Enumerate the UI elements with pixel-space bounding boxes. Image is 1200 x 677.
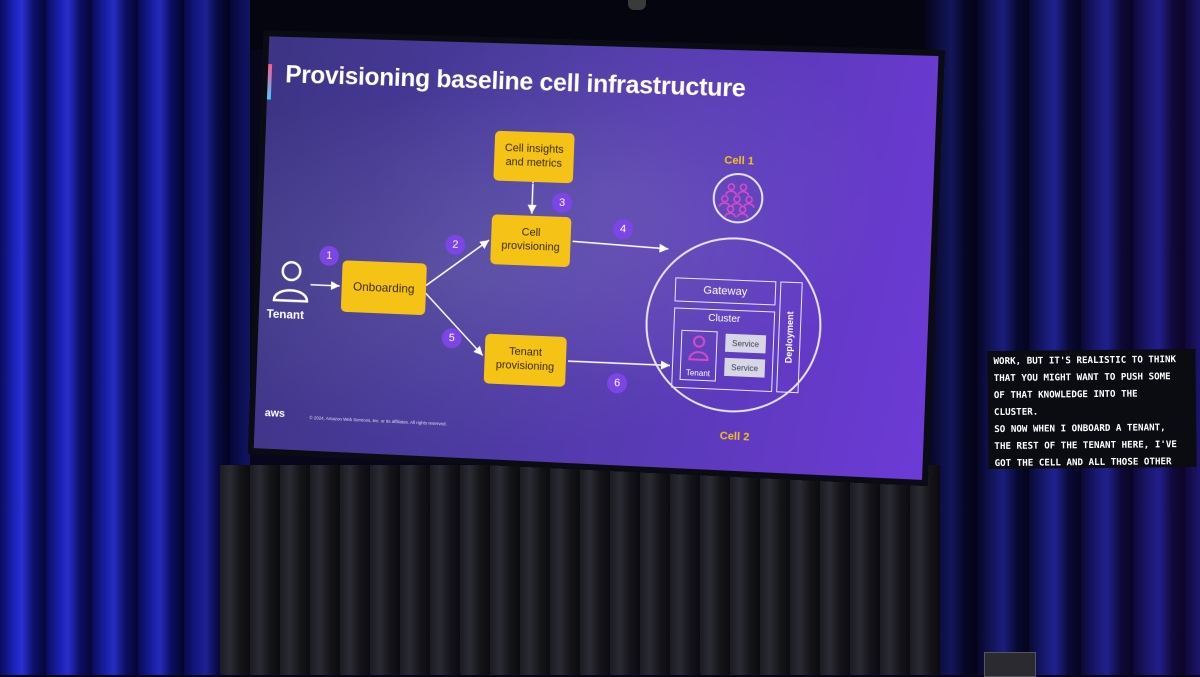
flow-arrows xyxy=(254,36,939,480)
tenant-label: Tenant xyxy=(266,306,305,323)
curtain-under-screen xyxy=(220,465,940,675)
caption-line: CLUSTER. xyxy=(993,406,1039,419)
projection-screen: Provisioning baseline cell infrastructur… xyxy=(248,30,945,486)
cell-insights-box: Cell insights and metrics xyxy=(493,130,575,184)
onboarding-box: Onboarding xyxy=(340,260,427,316)
aws-logo: aws xyxy=(264,407,286,420)
cell-provisioning-box: Cell provisioning xyxy=(490,214,572,268)
caption-line: WORK, BUT IT'S REALISTIC TO THINK xyxy=(993,354,1177,368)
service-box-1: Service xyxy=(725,333,767,354)
arrow-cell-provisioning-cell2 xyxy=(572,241,668,249)
slide: Provisioning baseline cell infrastructur… xyxy=(254,36,939,480)
cluster-label: Cluster xyxy=(708,312,741,326)
curtain-left xyxy=(0,0,250,675)
tenant-person-icon xyxy=(271,259,312,309)
caption-line: THAT YOU MIGHT WANT TO PUSH SOME xyxy=(993,371,1171,385)
caption-line: OF THAT KNOWLEDGE INTO THE xyxy=(993,388,1138,402)
cluster-tenant-label: Tenant xyxy=(685,368,711,379)
tenant-provisioning-box: Tenant provisioning xyxy=(483,333,567,387)
gateway-box: Gateway xyxy=(674,277,777,306)
ceiling-light xyxy=(628,0,646,10)
cell2-label: Cell 2 xyxy=(719,430,750,444)
service-box-2: Service xyxy=(724,357,766,378)
tenant-pink-person-icon xyxy=(681,333,716,365)
curtain-right xyxy=(925,0,1200,675)
caption-line: THE REST OF THE TENANT HERE, I'VE xyxy=(994,439,1177,453)
caption-line: SO NOW WHEN I ONBOARD A TENANT, xyxy=(994,422,1166,436)
cluster-tenant-box: Tenant xyxy=(679,329,718,382)
caption-line: GOT THE CELL AND ALL THOSE OTHER xyxy=(994,456,1172,470)
cell1-label: Cell 1 xyxy=(724,154,755,168)
deployment-label: Deployment xyxy=(783,311,796,364)
caption-display: WORK, BUT IT'S REALISTIC TO THINK THAT Y… xyxy=(987,348,1197,470)
arrow-insights-cell xyxy=(532,184,533,214)
stage-floor-light xyxy=(984,652,1036,677)
cell1-group-icon xyxy=(711,172,765,225)
arrow-tenant-onboarding xyxy=(311,285,340,286)
deployment-box: Deployment xyxy=(776,281,803,394)
